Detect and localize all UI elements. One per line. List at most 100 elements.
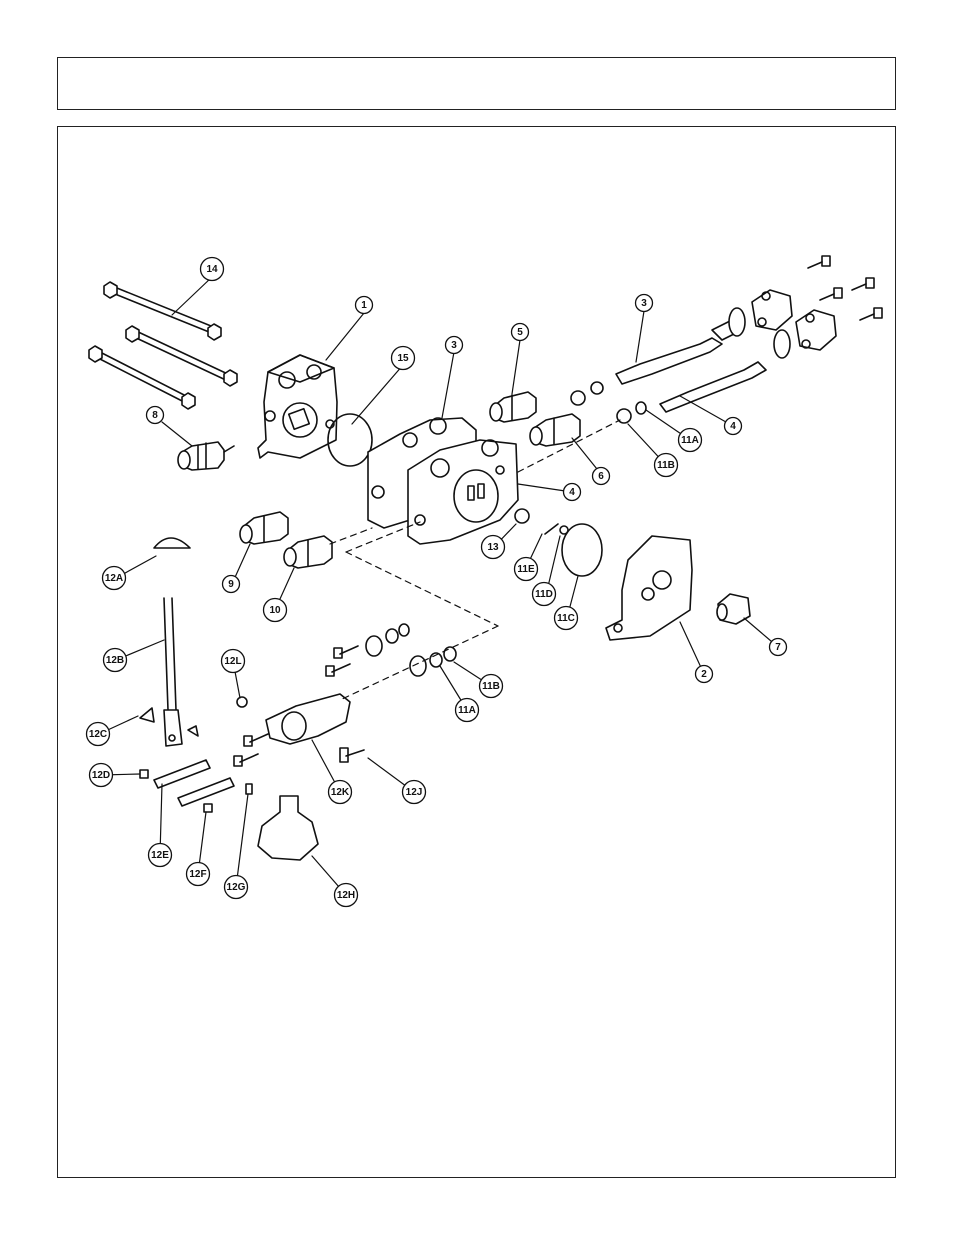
- callout-label: 1: [361, 300, 367, 311]
- callout-circle: [454, 697, 480, 723]
- cap-screws: [807, 255, 883, 321]
- callout-circle: [220, 648, 246, 674]
- callout-label: 12G: [227, 882, 246, 893]
- callout-label: 11E: [517, 564, 535, 575]
- callout-c3b: 3: [634, 293, 654, 313]
- callout-label: 4: [569, 487, 575, 498]
- callout-label: 12K: [331, 787, 350, 798]
- callout-c12b: 12B: [102, 647, 128, 673]
- callout-label: 12C: [89, 729, 107, 740]
- callout-label: 11C: [557, 613, 575, 624]
- clip-12c-2: [187, 725, 199, 737]
- callout-c7: 7: [768, 637, 788, 657]
- callout-label: 12F: [189, 869, 206, 880]
- callout-c12f: 12F: [185, 861, 211, 887]
- callouts: 14115353411A11B6481311E11D11C12A9107212B…: [85, 256, 788, 908]
- relief-valve-6: [529, 413, 581, 447]
- callout-c12j: 12J: [401, 779, 427, 805]
- callout-c11b1: 11B: [653, 452, 679, 478]
- callout-c4a: 4: [723, 416, 743, 436]
- callout-c8: 8: [145, 405, 165, 425]
- callout-circle: [221, 574, 241, 594]
- callout-circle: [333, 882, 359, 908]
- callout-c5: 5: [510, 322, 530, 342]
- callout-circle: [145, 405, 165, 425]
- callout-c12d: 12D: [88, 762, 114, 788]
- seal: [590, 381, 604, 395]
- callout-c11b2: 11B: [478, 673, 504, 699]
- callout-label: 12H: [337, 890, 355, 901]
- link-12e: [153, 759, 211, 789]
- callout-circle: [327, 779, 353, 805]
- pin-11d: [559, 525, 569, 535]
- callout-circle: [102, 647, 128, 673]
- pin-12f: [203, 803, 213, 813]
- callout-circle: [262, 597, 288, 623]
- washer: [570, 390, 586, 406]
- callout-label: 3: [641, 298, 647, 309]
- callout-label: 15: [397, 353, 409, 364]
- outlet-end-cover: [605, 535, 693, 641]
- callout-circle: [562, 482, 582, 502]
- relief-valve-9: [239, 511, 289, 545]
- callout-label: 7: [775, 642, 781, 653]
- callout-label: 12A: [105, 573, 123, 584]
- callout-circle: [653, 452, 679, 478]
- callout-circle: [694, 664, 714, 684]
- spool-3: [615, 289, 793, 385]
- callout-circle: [185, 861, 211, 887]
- callout-label: 13: [487, 542, 499, 553]
- o-ring-11c: [561, 523, 603, 577]
- callout-circle: [768, 637, 788, 657]
- seal-11a: [635, 401, 647, 415]
- callout-c12k: 12K: [327, 779, 353, 805]
- pin-11e: [544, 523, 559, 535]
- callout-circle: [147, 842, 173, 868]
- callout-label: 12B: [106, 655, 124, 666]
- callout-c11e: 11E: [513, 556, 539, 582]
- washer-11b: [616, 408, 632, 424]
- callout-label: 6: [598, 471, 604, 482]
- callout-circle: [85, 721, 111, 747]
- content-box: [57, 126, 896, 1178]
- callout-c2: 2: [694, 664, 714, 684]
- relief-valve-8: [177, 441, 235, 471]
- callout-label: 11D: [535, 589, 553, 600]
- relief-valve-10: [283, 535, 333, 569]
- callout-circle: [199, 256, 225, 282]
- callout-label: 10: [269, 605, 281, 616]
- callout-label: 9: [228, 579, 234, 590]
- link-12e-2: [177, 777, 235, 807]
- callout-circle: [634, 293, 654, 313]
- callout-circle: [480, 534, 506, 560]
- callout-label: 8: [152, 410, 158, 421]
- o-ring: [327, 413, 373, 467]
- callout-circle: [677, 427, 703, 453]
- callout-label: 14: [206, 264, 218, 275]
- callout-c14: 14: [199, 256, 225, 282]
- plug-7: [716, 593, 751, 625]
- callout-label: 11A: [681, 435, 699, 446]
- hardware-12k: [233, 623, 457, 767]
- callout-c3a: 3: [444, 335, 464, 355]
- callout-circle: [444, 335, 464, 355]
- callout-c10: 10: [262, 597, 288, 623]
- callout-circle: [390, 345, 416, 371]
- callout-c11c: 11C: [553, 605, 579, 631]
- housing-12k: [265, 693, 351, 745]
- callout-label: 12L: [224, 656, 241, 667]
- callout-c12e: 12E: [147, 842, 173, 868]
- callout-label: 4: [730, 421, 736, 432]
- callout-circle: [591, 466, 611, 486]
- callout-circle: [88, 762, 114, 788]
- callout-c15: 15: [390, 345, 416, 371]
- alignment-lines: [329, 419, 621, 701]
- callout-label: 2: [701, 669, 707, 680]
- knob-12a: [153, 537, 191, 549]
- clip-12c: [139, 707, 155, 723]
- callout-circle: [513, 556, 539, 582]
- valve-section-4: [407, 439, 519, 545]
- callout-c11a1: 11A: [677, 427, 703, 453]
- callout-label: 11A: [458, 705, 476, 716]
- callout-circle: [510, 322, 530, 342]
